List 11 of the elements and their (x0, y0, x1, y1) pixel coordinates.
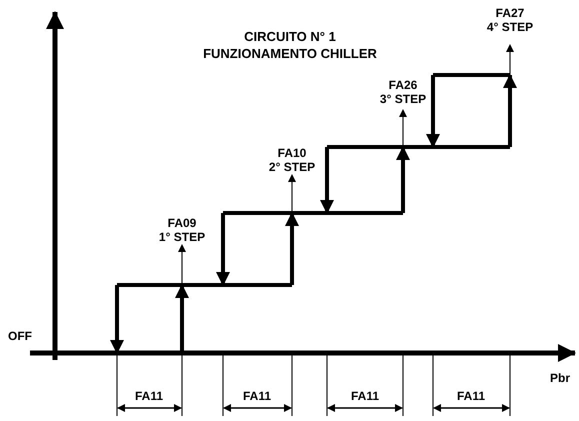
dimension-label: FA11 (350, 389, 380, 403)
axis-label: OFF (8, 329, 32, 343)
dimension-label: FA11 (134, 389, 164, 403)
axis-label: Pbr (550, 371, 570, 385)
step-label: FA27 4° STEP (486, 6, 534, 34)
chart-title: CIRCUITO N° 1 FUNZIONAMENTO CHILLER (202, 28, 378, 62)
step-label: FA09 1° STEP (158, 216, 206, 244)
step-label: FA10 2° STEP (268, 146, 316, 174)
dimension-label: FA11 (456, 389, 486, 403)
dimension-label: FA11 (242, 389, 272, 403)
step-label: FA26 3° STEP (380, 78, 426, 106)
